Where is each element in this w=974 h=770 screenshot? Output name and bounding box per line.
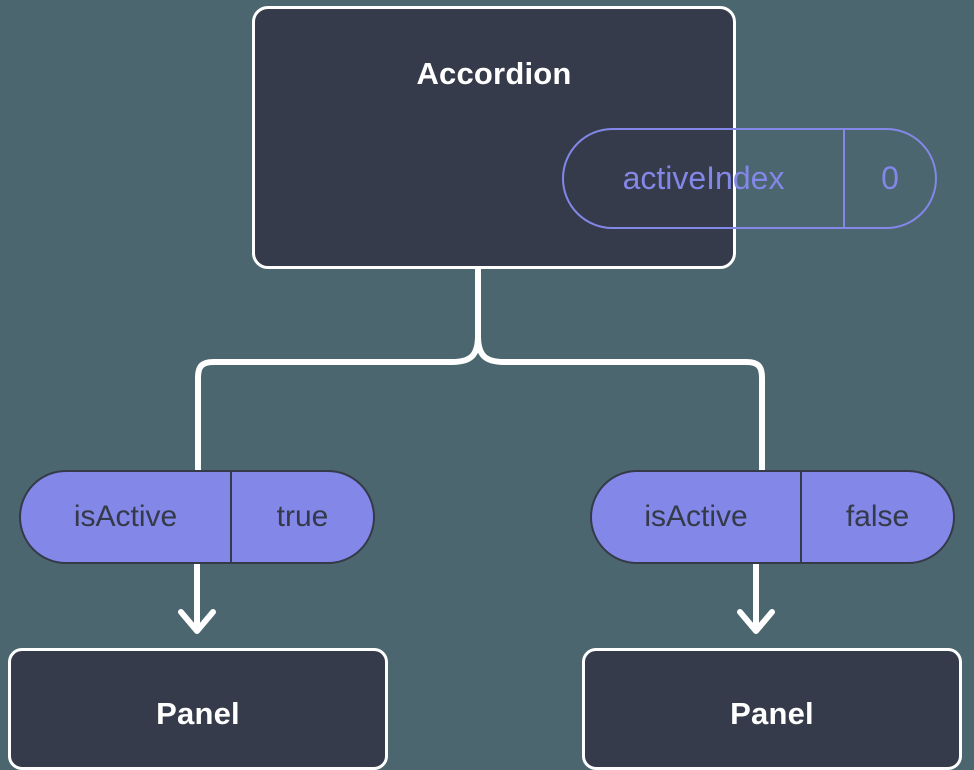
connector-brace-left: [195, 333, 481, 381]
state-pill-active-index[interactable]: activeIndex 0: [562, 128, 937, 229]
node-accordion[interactable]: Accordion activeIndex 0: [252, 6, 937, 269]
prop-pill-is-active-left-key: isActive: [21, 472, 232, 562]
prop-pill-is-active-left-value: true: [276, 500, 329, 533]
node-panel-right-label: Panel: [730, 696, 814, 731]
prop-pill-is-active-right-value: false: [845, 500, 910, 533]
prop-pill-is-active-left[interactable]: isActive true: [19, 470, 375, 564]
node-panel-left-label: Panel: [156, 696, 240, 731]
arrow-head-right: [737, 609, 775, 634]
state-pill-active-index-value: 0: [881, 160, 899, 196]
prop-pill-is-active-right-key: isActive: [592, 472, 802, 562]
node-panel-right[interactable]: Panel: [582, 648, 962, 770]
prop-pill-is-active-right[interactable]: isActive false: [590, 470, 955, 564]
node-panel-left[interactable]: Panel: [8, 648, 388, 770]
connector-brace-right: [475, 333, 765, 381]
arrow-head-left: [178, 609, 216, 634]
state-pill-active-index-key: activeIndex: [564, 130, 845, 227]
node-accordion-label: Accordion: [416, 56, 572, 91]
